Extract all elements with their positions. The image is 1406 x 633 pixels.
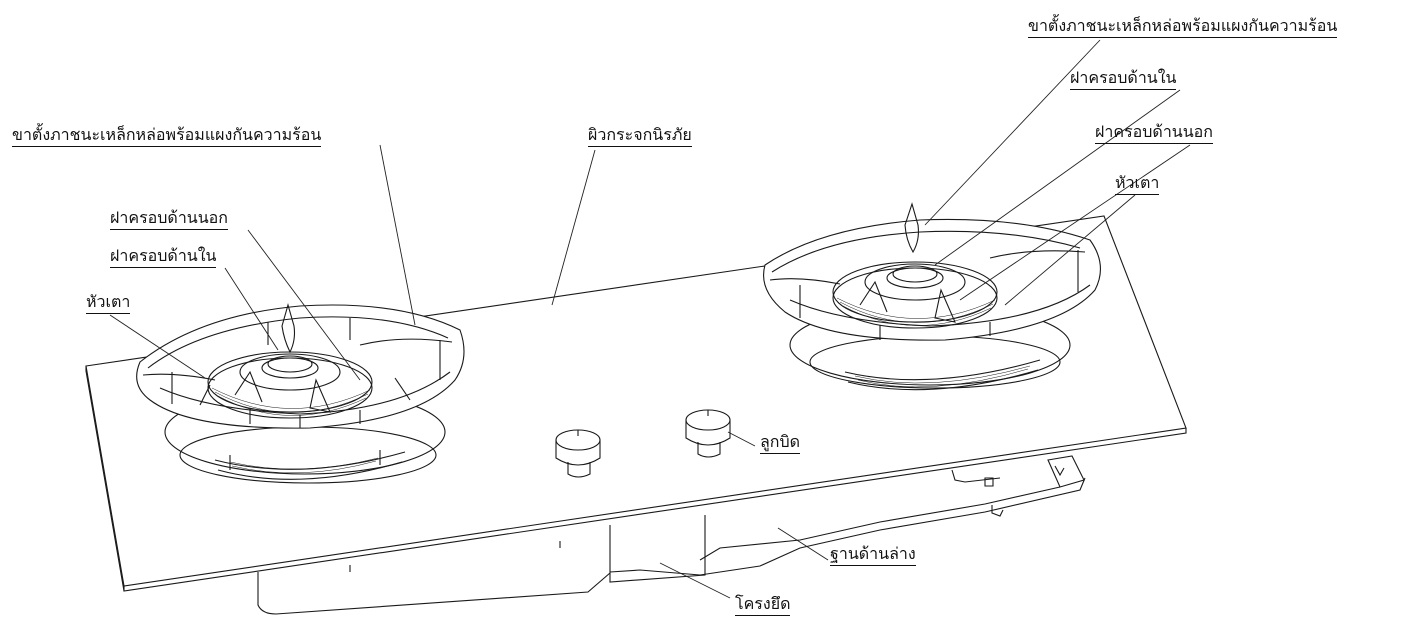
label-burner-left: หัวเตา — [86, 292, 131, 314]
left-burner-drawing — [136, 302, 465, 484]
bottom-tray-drawing — [257, 455, 1086, 615]
label-burner-right: หัวเตา — [1115, 173, 1160, 195]
label-bottom-tray: ฐานด้านล่าง — [830, 544, 916, 566]
label-inner-cap-left: ฝาครอบด้านใน — [110, 246, 217, 268]
label-knob: ลูกบิด — [760, 432, 801, 454]
label-inner-cap-right: ฝาครอบด้านใน — [1070, 68, 1177, 90]
label-pan-support-left: ขาตั้งภาชนะเหล็กหล่อพร้อมแผงกันความร้อน — [12, 125, 322, 147]
label-frame: โครงยึด — [735, 594, 791, 616]
knob-right-drawing — [685, 409, 731, 458]
leader-lines — [109, 39, 1191, 599]
label-glass-surface: ผิวกระจกนิรภัย — [588, 125, 692, 147]
label-outer-cap-left: ฝาครอบด้านนอก — [110, 208, 228, 230]
label-pan-support-right: ขาตั้งภาชนะเหล็กหล่อพร้อมแผงกันความร้อน — [1028, 16, 1338, 38]
knob-left-drawing — [555, 429, 601, 478]
right-burner-drawing — [763, 202, 1101, 391]
label-outer-cap-right: ฝาครอบด้านนอก — [1095, 122, 1213, 144]
